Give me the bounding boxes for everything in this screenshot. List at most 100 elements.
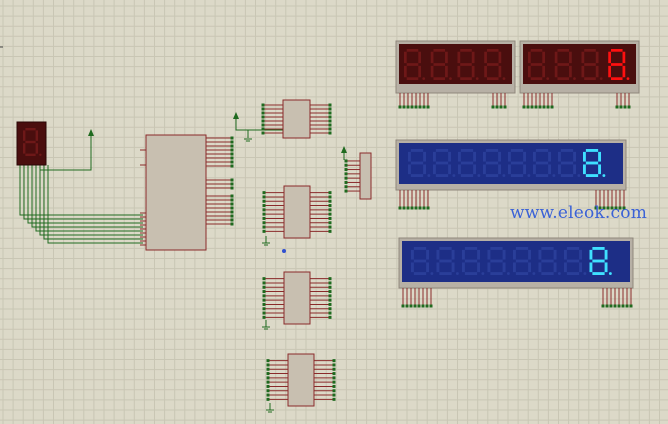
pin-terminal: [410, 206, 414, 210]
decimal-point: [430, 272, 434, 275]
microcontroller-left-pins: [140, 149, 146, 246]
pin-terminal: [266, 384, 270, 388]
segment: [404, 51, 407, 64]
decimal-point: [39, 153, 42, 156]
pin-terminal: [262, 302, 266, 306]
ground-symbols: [244, 138, 274, 413]
pin-terminal: [261, 123, 265, 127]
latch-chip-3: [262, 271, 332, 325]
pin-terminal: [414, 105, 418, 109]
pin-terminal: [262, 208, 266, 212]
latch-chip-1-body: [282, 99, 311, 139]
decimal-point: [573, 77, 576, 80]
segment: [473, 164, 476, 175]
segment: [584, 77, 596, 80]
segment: [433, 49, 446, 52]
pin-terminal: [230, 210, 234, 214]
segment: [569, 51, 572, 64]
segment: [457, 65, 461, 78]
single-red-digit: [23, 128, 42, 156]
segment: [448, 151, 451, 162]
decimal-point: [452, 174, 456, 177]
pin-terminal: [522, 105, 526, 109]
pin-terminal: [495, 105, 499, 109]
segment: [564, 249, 567, 260]
segment: [502, 249, 506, 260]
segment: [548, 151, 551, 162]
pin-terminal: [534, 105, 538, 109]
pin-terminal: [328, 115, 332, 119]
red-display-right-digit-1: [528, 49, 550, 80]
watermark-text: www.eleok.com: [510, 203, 648, 223]
red-display-right-digit-4: [608, 49, 630, 80]
pin-terminal: [328, 307, 332, 311]
pin-terminal: [262, 281, 266, 285]
segment: [418, 51, 421, 64]
pin-terminal: [266, 372, 270, 376]
segment: [460, 149, 474, 152]
pin-terminal: [266, 363, 270, 367]
red-display-right: [519, 40, 640, 109]
pin-terminal: [609, 304, 613, 308]
segment: [595, 51, 599, 64]
segment: [528, 51, 531, 64]
segment: [413, 272, 427, 275]
pin-terminal: [328, 290, 332, 294]
blue-display-top-digit-8: [583, 149, 606, 177]
pin-terminal: [344, 185, 348, 189]
pin-terminal: [230, 156, 234, 160]
pin-terminal: [262, 221, 266, 225]
pin-terminal: [332, 359, 336, 363]
pin-terminal: [526, 105, 530, 109]
pin-terminal: [622, 206, 626, 210]
probe-dot: [282, 249, 286, 253]
segment: [486, 63, 499, 66]
segment: [433, 77, 446, 80]
pin-terminal: [266, 380, 270, 384]
pin-terminal: [614, 206, 618, 210]
pin-terminal: [601, 304, 605, 308]
pin-terminal: [230, 164, 234, 168]
pin-terminal: [332, 372, 336, 376]
segment: [477, 262, 480, 273]
pin-terminal: [429, 304, 433, 308]
segment: [530, 63, 543, 66]
pin-terminal: [344, 176, 348, 180]
segment: [498, 51, 502, 64]
segment: [426, 249, 429, 260]
segment: [604, 249, 608, 260]
segment: [558, 164, 561, 175]
wires: [19, 118, 345, 244]
segment: [436, 262, 440, 273]
segment: [460, 174, 474, 177]
latch-chip-2: [262, 185, 332, 239]
segment: [498, 65, 502, 78]
segment: [548, 164, 551, 175]
pin-terminal: [230, 144, 234, 148]
decimal-point: [583, 272, 587, 275]
segment: [484, 51, 487, 64]
segment: [533, 164, 536, 175]
pin-terminal: [261, 103, 265, 107]
segment: [510, 174, 524, 177]
segment: [538, 262, 542, 273]
pin-terminal: [615, 105, 619, 109]
segment: [585, 149, 599, 152]
segment: [528, 262, 531, 273]
segment: [460, 49, 472, 52]
segment: [515, 247, 529, 250]
pin-terminal: [499, 105, 503, 109]
wire-bus-1: [19, 165, 143, 216]
pin-terminal: [344, 172, 348, 176]
pin-terminal: [538, 105, 542, 109]
segment: [410, 161, 424, 165]
pin-terminal: [230, 218, 234, 222]
segment: [458, 164, 461, 175]
pin-terminal: [332, 397, 336, 401]
pin-terminal: [230, 222, 234, 226]
pin-terminal: [406, 206, 410, 210]
blue-display-top: [395, 139, 627, 210]
segment: [557, 63, 570, 66]
segment: [485, 174, 499, 177]
